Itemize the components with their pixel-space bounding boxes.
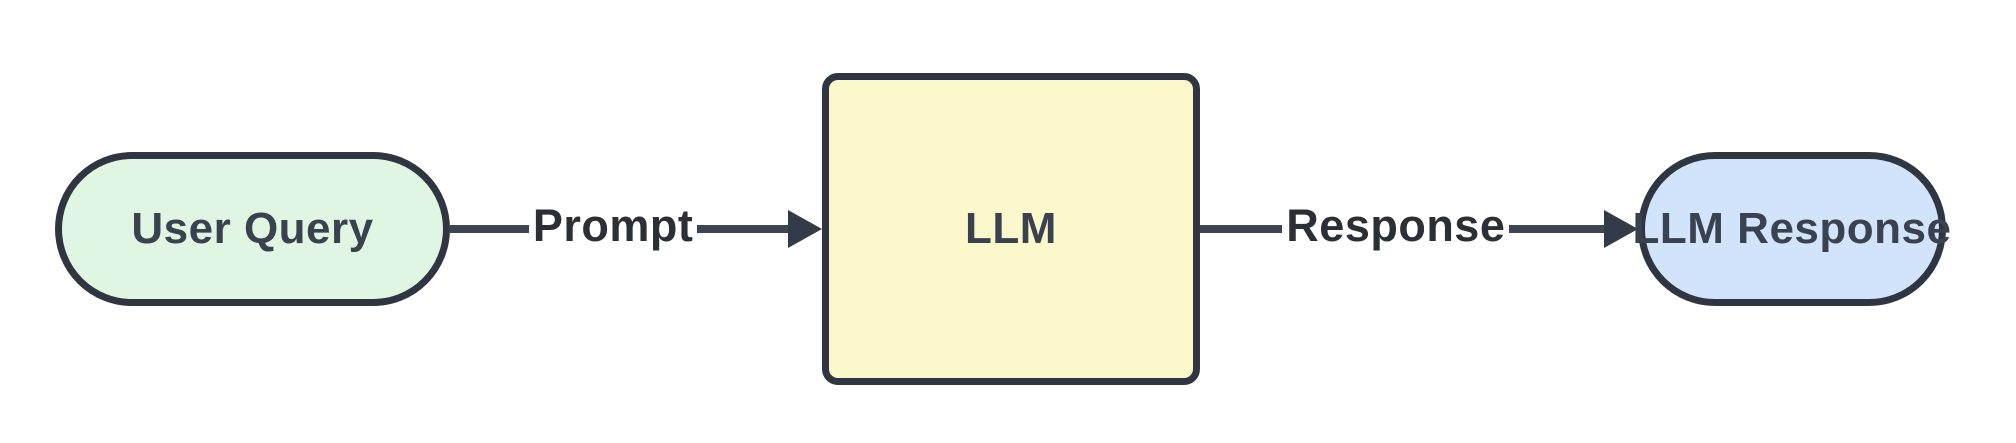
- edge-response-label: Response: [1286, 200, 1506, 251]
- node-llm-response: LLM Response: [1633, 152, 1951, 306]
- edge-response-line-right: [1509, 225, 1604, 233]
- edge-prompt-label: Prompt: [532, 200, 694, 251]
- edge-response: Response: [1200, 199, 1638, 259]
- edge-prompt-line-left: [450, 225, 529, 233]
- arrowhead-right-icon: [1604, 210, 1638, 248]
- node-user-query-label: User Query: [131, 204, 374, 253]
- node-llm-label: LLM: [965, 204, 1057, 253]
- edge-prompt-line-right: [697, 225, 788, 233]
- arrowhead-right-icon: [788, 210, 822, 248]
- edge-response-line-left: [1200, 225, 1283, 233]
- edge-prompt: Prompt: [450, 199, 822, 259]
- node-user-query: User Query: [55, 152, 450, 306]
- node-llm-response-label: LLM Response: [1632, 204, 1952, 253]
- node-llm: LLM: [822, 73, 1200, 385]
